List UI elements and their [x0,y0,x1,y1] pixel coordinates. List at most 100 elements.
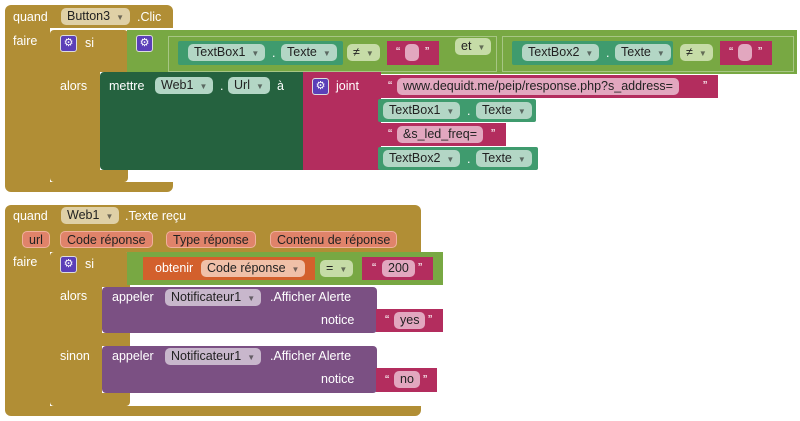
compare-block-1[interactable] [168,36,497,72]
si-label: si [85,257,95,271]
faire-label: faire [13,255,38,269]
dot: . [467,104,471,118]
quote-icon: “ [388,79,393,93]
alors-label: alors [60,289,88,303]
quote-icon: “ [385,373,390,387]
component-dropdown[interactable]: Notificateur1 ▼ [165,348,262,365]
param-response-content[interactable]: Contenu de réponse [270,231,398,248]
variable-name: Code réponse [207,261,286,275]
component-dropdown[interactable]: Web1 ▼ [155,77,214,94]
quote-icon: ” [418,261,423,275]
obtenir-label: obtenir [155,261,194,275]
quote-icon: ” [428,313,433,327]
chevron-down-icon: ▼ [477,43,486,52]
param-response-code[interactable]: Code réponse [60,231,153,248]
gear-icon[interactable]: ⚙ [312,78,329,95]
chevron-down-icon: ▼ [116,13,125,22]
operator-dropdown[interactable]: ≠▼ [347,44,380,61]
component-name: TextBox2 [389,151,441,165]
chevron-down-icon: ▼ [247,353,256,362]
quote-icon: ” [423,373,428,387]
chevron-down-icon: ▼ [251,49,260,58]
component-name: Notificateur1 [171,349,242,363]
event-name: .Texte reçu [125,209,187,223]
property-dropdown[interactable]: Texte▼ [615,44,671,61]
text-input[interactable]: &s_led_freq= [397,126,484,143]
component-dropdown[interactable]: Web1▼ [61,207,120,224]
component-dropdown[interactable]: TextBox1 ▼ [188,44,266,61]
quote-icon: ” [703,79,708,93]
chevron-down-icon: ▼ [339,265,348,274]
logic-dropdown[interactable]: et ▼ [455,38,492,55]
property-name: Texte [621,45,651,59]
appeler-label: appeler [112,290,154,304]
chevron-down-icon: ▼ [291,265,300,274]
quote-icon: ” [491,127,496,141]
joint-label: joint [336,79,359,93]
component-name: Web1 [67,208,100,222]
property-name: Texte [482,103,512,117]
event-name: .Clic [137,10,162,24]
property-dropdown[interactable]: Texte ▼ [476,150,532,167]
arg-label: notice [321,313,355,327]
method-name: .Afficher Alerte [270,349,352,363]
variable-dropdown[interactable]: Code réponse ▼ [201,260,306,277]
chevron-down-icon: ▼ [585,49,594,58]
component-dropdown[interactable]: TextBox2▼ [522,44,600,61]
dot: . [467,152,471,166]
component-name: TextBox1 [389,103,441,117]
dot: . [220,79,224,93]
text-input[interactable]: www.dequidt.me/peip/response.php?s_addre… [397,78,679,95]
chevron-down-icon: ▼ [255,82,264,91]
text-input[interactable]: yes [394,312,426,329]
component-dropdown[interactable]: TextBox2▼ [383,150,461,167]
gear-icon[interactable]: ⚙ [136,35,153,52]
component-name: TextBox1 [194,45,246,59]
text-input[interactable] [738,44,752,61]
component-name: Web1 [161,78,194,92]
si-label: si [85,36,95,50]
quote-icon: “ [385,313,390,327]
component-name: Button3 [67,9,111,23]
arg-label: notice [321,372,355,386]
mettre-label: mettre [109,79,145,93]
gear-icon[interactable]: ⚙ [60,256,77,273]
text-input[interactable]: no [394,371,420,388]
chevron-down-icon: ▼ [517,155,526,164]
text-input[interactable]: 200 [382,260,415,277]
quote-icon: ” [425,45,430,59]
operator-dropdown[interactable]: =▼ [320,260,354,277]
quote-icon: “ [729,45,734,59]
quote-icon: ” [758,45,763,59]
component-dropdown[interactable]: Notificateur1 ▼ [165,289,262,306]
property-dropdown[interactable]: Texte ▼ [476,102,532,119]
param-url[interactable]: url [22,231,50,248]
component-dropdown[interactable]: Button3 ▼ [61,8,131,25]
text-input[interactable] [405,44,419,61]
alors-label: alors [60,79,88,93]
quand-label: quand [13,209,48,223]
property-dropdown[interactable]: Url ▼ [228,77,270,94]
property-name: Texte [482,151,512,165]
property-dropdown[interactable]: Texte▼ [281,44,337,61]
chevron-down-icon: ▼ [517,107,526,116]
faire-label: faire [13,34,38,48]
param-response-type[interactable]: Type réponse [166,231,256,248]
component-name: Notificateur1 [171,290,242,304]
a-label: à [277,79,284,93]
chevron-down-icon: ▼ [199,82,208,91]
quote-icon: “ [396,45,401,59]
operator-dropdown[interactable]: ≠▼ [680,44,713,61]
gear-icon[interactable]: ⚙ [60,35,77,52]
logic-op: et [461,39,472,53]
component-dropdown[interactable]: TextBox1▼ [383,102,461,119]
property-name: Url [234,78,250,92]
operator: = [326,261,334,275]
dot: . [272,46,276,60]
sinon-label: sinon [60,349,90,363]
compare-block-2[interactable] [502,36,794,72]
property-name: Texte [287,45,317,59]
chevron-down-icon: ▼ [247,294,256,303]
appeler-label: appeler [112,349,154,363]
quand-label: quand [13,10,48,24]
